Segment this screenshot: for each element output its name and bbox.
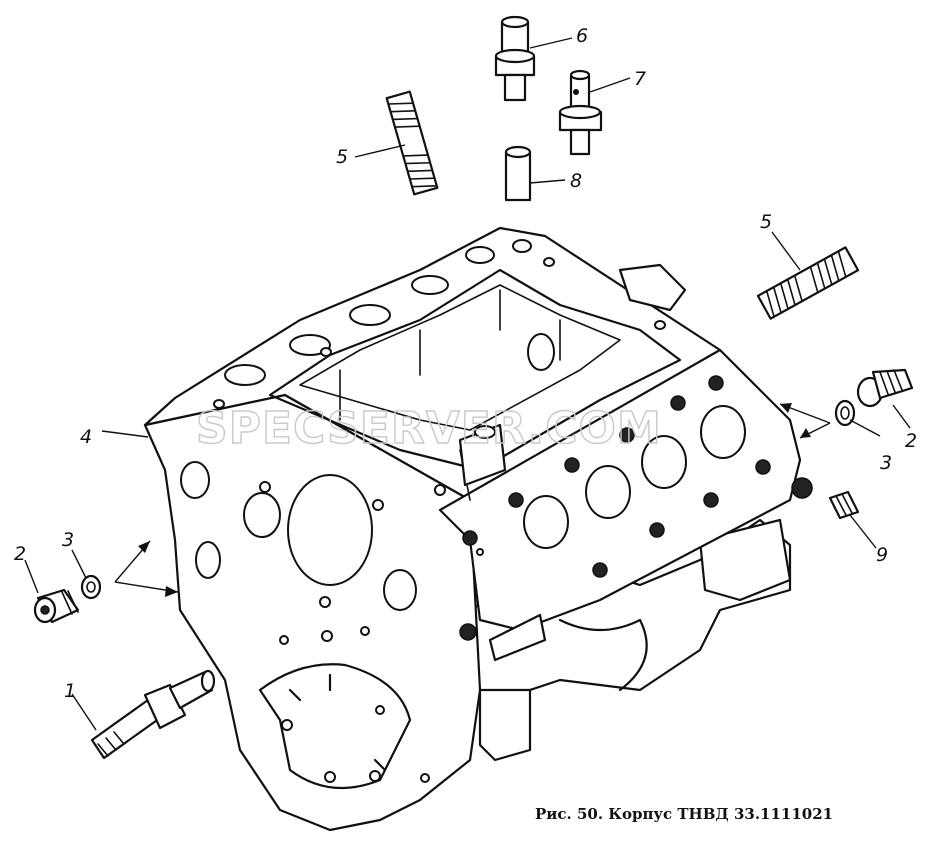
pump-housing: [143, 226, 813, 832]
callout-1: 1: [64, 680, 76, 702]
plug-9: [828, 490, 860, 520]
callout-6: 6: [576, 25, 588, 47]
stud-right: [756, 246, 860, 320]
pin-8: [504, 145, 532, 202]
callout-3-left: 3: [62, 529, 74, 551]
callout-9: 9: [876, 544, 888, 566]
callout-4: 4: [80, 426, 92, 448]
callout-2-right: 2: [905, 430, 917, 452]
stud-upper: [385, 90, 439, 196]
callout-7: 7: [634, 68, 646, 90]
pin-7: [558, 69, 603, 156]
callout-5-upper: 5: [336, 146, 348, 168]
pin-6: [494, 15, 536, 102]
callout-3-right: 3: [880, 452, 892, 474]
leader-lines: [24, 37, 911, 731]
washer-left: [80, 574, 102, 600]
assembly-arrows: [114, 403, 831, 597]
callout-2-left: 2: [14, 543, 26, 565]
plug-left: [33, 588, 80, 624]
callout-5-right: 5: [760, 211, 772, 233]
watermark: SPECSERVER.COM: [196, 403, 662, 454]
fitting-1: [90, 669, 216, 760]
callout-8: 8: [570, 170, 582, 192]
figure-caption: Рис. 50. Корпус ТНВД 33.1111021: [535, 805, 833, 823]
plug-right: [856, 368, 914, 408]
washer-right: [834, 399, 856, 427]
